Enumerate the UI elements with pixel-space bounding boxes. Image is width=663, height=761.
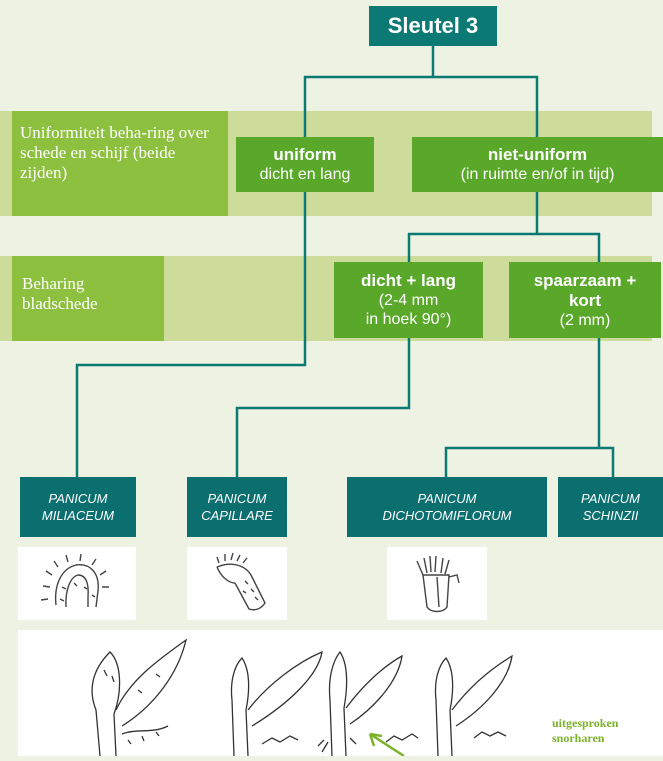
node-uniform-heading: uniform [273,145,336,165]
connector-title-split [305,46,537,137]
node-niet-uniform-sub: (in ruimte en/of in tijd) [461,165,615,184]
species-capillare-epithet: CAPILLARE [201,507,273,524]
connector-uniform-to-miliaceum [77,192,305,477]
illustration-miliaceum-sheath [18,547,136,620]
key-title-text: Sleutel 3 [388,13,478,39]
sheath-drawing-capillare [187,547,287,620]
species-miliaceum-genus: PANICUM [49,490,108,507]
illustration-capillare-sheath [187,547,287,620]
species-capillare-genus: PANICUM [208,490,267,507]
node-dicht-lang-sub2: in hoek 90°) [366,310,452,329]
node-spaarzaam-sub: (2 mm) [560,311,611,330]
node-niet-uniform-heading: niet-uniform [488,145,587,165]
annotation-arrow [370,734,404,756]
species-schinzii-epithet: SCHINZII [583,507,639,524]
node-uniform: uniform dicht en lang [236,137,374,192]
species-dichotomiflorum-epithet: DICHOTOMIFLORUM [382,507,511,524]
node-spaarzaam: spaarzaam + kort (2 mm) [509,262,661,338]
species-dichotomiflorum: PANICUM DICHOTOMIFLORUM [347,477,547,537]
sheath-drawing-miliaceum [18,547,136,620]
annotation-line2: snorharen [552,731,662,746]
connector-spaarzaam-split [446,338,613,477]
connector-dicht-to-capillare [237,338,409,477]
annotation-callout: uitgesproken snorharen [552,716,662,750]
node-spaarzaam-heading2: kort [569,291,601,311]
connector-niet-uniform-split [409,192,599,262]
species-miliaceum-epithet: MILIACEUM [42,507,114,524]
node-niet-uniform: niet-uniform (in ruimte en/of in tijd) [412,137,663,192]
node-uniform-sub: dicht en lang [260,165,351,184]
node-dicht-lang-heading: dicht + lang [361,271,456,291]
node-spaarzaam-heading1: spaarzaam + [534,271,637,291]
species-schinzii-genus: PANICUM [581,490,640,507]
species-capillare: PANICUM CAPILLARE [187,477,287,537]
sheath-drawing-dichotomiflorum [387,547,487,620]
node-dicht-lang: dicht + lang (2-4 mm in hoek 90°) [334,262,483,338]
species-miliaceum: PANICUM MILIACEUM [20,477,136,537]
node-dicht-lang-sub1: (2-4 mm [379,291,439,310]
annotation-line1: uitgesproken [552,716,662,731]
key-title: Sleutel 3 [369,6,497,46]
species-schinzii: PANICUM SCHINZII [558,477,663,537]
illustration-dichotomiflorum-sheath [387,547,487,620]
species-dichotomiflorum-genus: PANICUM [418,490,477,507]
